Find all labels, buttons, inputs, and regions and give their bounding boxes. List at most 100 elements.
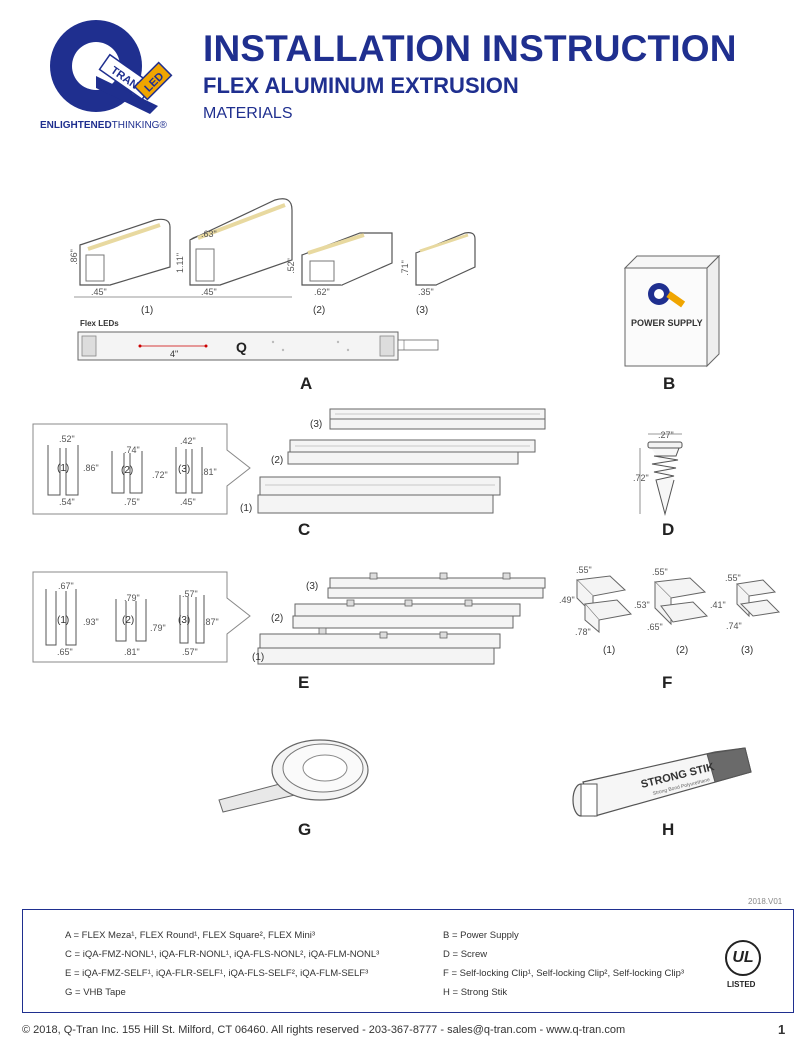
- clip-label-1: (1): [603, 645, 616, 656]
- profile-meza-shape: [79, 218, 171, 286]
- dim-e3-top: .57": [182, 589, 198, 599]
- profile-e2-num: (2): [122, 615, 135, 626]
- q-tran-logo-mark: TRAN LED: [50, 20, 173, 114]
- legend-item-g: G = VHB Tape: [65, 987, 126, 998]
- figure-g-label: G: [298, 820, 312, 839]
- profile-square-shape: [301, 232, 393, 286]
- figure-e-extrusions: [257, 572, 546, 665]
- dim-a2-height: .52": [285, 258, 296, 274]
- figure-h-label: H: [662, 820, 675, 839]
- figure-b-label: B: [663, 374, 676, 393]
- dim-d-width: .27": [658, 430, 674, 440]
- extrusion-e-label-3: (3): [306, 581, 319, 592]
- figure-a-profiles: [74, 198, 476, 298]
- clip-label-2: (2): [676, 645, 689, 656]
- dim-f1-bottom: .78": [575, 627, 591, 637]
- dim-e2-top: .79": [124, 593, 140, 603]
- page-footer: © 2018, Q-Tran Inc. 155 Hill St. Milford…: [22, 1024, 626, 1036]
- legend-item-b: B = Power Supply: [443, 930, 519, 941]
- legend-item-h: H = Strong Stik: [443, 987, 508, 998]
- dim-e1-height: .93": [83, 617, 99, 627]
- dim-c1-top: .52": [59, 434, 75, 444]
- dim-f3-side: .41": [710, 600, 726, 610]
- dim-e3-height: .87": [203, 617, 219, 627]
- group-label-1: (1): [141, 305, 154, 316]
- dim-a1-height: .86": [68, 249, 79, 265]
- figure-e-label: E: [298, 673, 310, 692]
- ul-mark-icon: UL: [725, 940, 761, 976]
- dim-f1-top: .55": [576, 565, 592, 575]
- power-supply-text: POWER SUPPLY: [631, 318, 703, 328]
- figure-c-label: C: [298, 520, 311, 539]
- section-title: MATERIALS: [203, 105, 293, 122]
- figure-f-clips: [575, 575, 781, 634]
- dim-e3-bottom: .57": [182, 647, 198, 657]
- page-title: INSTALLATION INSTRUCTION: [203, 28, 737, 69]
- profile-e3-num: (3): [178, 615, 191, 626]
- figure-e-callout: [32, 571, 251, 663]
- logo-tagline: ENLIGHTENEDTHINKING®: [40, 120, 167, 131]
- figure-d-label: D: [662, 520, 675, 539]
- figure-c-callout: [32, 423, 251, 515]
- version-tag: 2018.V01: [748, 897, 783, 906]
- dim-f3-bottom: .74": [726, 621, 742, 631]
- dim-c1-height: .86": [83, 463, 99, 473]
- profile-c1-num: (1): [57, 463, 70, 474]
- profile-round-shape: [189, 198, 293, 286]
- figure-a-label: A: [300, 374, 313, 393]
- flex-leds-label: Flex LEDs: [80, 319, 119, 328]
- legend-item-d: D = Screw: [443, 949, 488, 960]
- legend-item-c: C = iQA-FMZ-NONL¹, iQA-FLR-NONL¹, iQA-FL…: [65, 949, 380, 960]
- profile-c3-num: (3): [178, 464, 191, 475]
- profile-c2-num: (2): [121, 465, 134, 476]
- dim-e2-height: .79": [150, 623, 166, 633]
- screw-icon: [639, 433, 683, 516]
- dim-a3-height: .71": [399, 260, 410, 276]
- extrusion-e-label-1: (1): [252, 652, 265, 663]
- power-supply-box: [623, 254, 721, 368]
- group-label-3: (3): [416, 305, 429, 316]
- clip-label-3: (3): [741, 645, 754, 656]
- dim-a1b-width: .45": [201, 287, 217, 297]
- dim-e1-bottom: .65": [57, 647, 73, 657]
- dim-f2-side: .53": [634, 600, 650, 610]
- vhb-tape-roll: [218, 739, 369, 813]
- dim-f2-top: .55": [652, 567, 668, 577]
- dim-c2-height: .72": [152, 470, 168, 480]
- dim-d-height: .72": [633, 473, 649, 483]
- dim-f2-bottom: .65": [647, 622, 663, 632]
- dim-a1-width: .45": [91, 287, 107, 297]
- dim-c2-bottom: .75": [124, 497, 140, 507]
- dim-a1b-height: 1.11": [175, 252, 186, 274]
- strip-spacing: 4": [170, 349, 179, 359]
- extrusion-c-label-1: (1): [240, 503, 253, 514]
- extrusion-c-label-2: (2): [271, 455, 284, 466]
- dim-a1b-top: .63": [201, 229, 217, 239]
- page-number: 1: [778, 1022, 786, 1037]
- group-label-2: (2): [313, 305, 326, 316]
- figure-f-label: F: [662, 673, 673, 692]
- svg-text:Q: Q: [236, 339, 247, 355]
- dim-c1-bottom: .54": [59, 497, 75, 507]
- dim-a3-width: .35": [418, 287, 434, 297]
- dim-c2-top: .74": [124, 445, 140, 455]
- legend-item-f: F = Self-locking Clip¹, Self-locking Cli…: [443, 968, 685, 979]
- dim-c3-bottom: .45": [180, 497, 196, 507]
- dim-e2-bottom: .81": [124, 647, 140, 657]
- ul-listed-text: LISTED: [727, 980, 756, 989]
- extrusion-e-label-2: (2): [271, 613, 284, 624]
- dim-e1-top: .67": [58, 581, 74, 591]
- company-logo: TRAN LED ENLIGHTENEDTHINKING®: [38, 18, 188, 136]
- legend-box: A = FLEX Meza¹, FLEX Round¹, FLEX Square…: [22, 909, 794, 1013]
- extrusion-c-label-3: (3): [310, 419, 323, 430]
- flex-led-strip: Q: [77, 331, 439, 361]
- dim-a2-width: .62": [314, 287, 330, 297]
- page-subtitle: FLEX ALUMINUM EXTRUSION: [203, 73, 519, 98]
- figure-c-extrusions: [257, 408, 546, 514]
- profile-e1-num: (1): [57, 615, 70, 626]
- dim-c3-height: .81": [201, 467, 217, 477]
- profile-mini-shape: [415, 232, 476, 286]
- dim-c3-top: .42": [180, 436, 196, 446]
- dim-f3-top: .55": [725, 573, 741, 583]
- strong-stik-tube: [572, 747, 752, 817]
